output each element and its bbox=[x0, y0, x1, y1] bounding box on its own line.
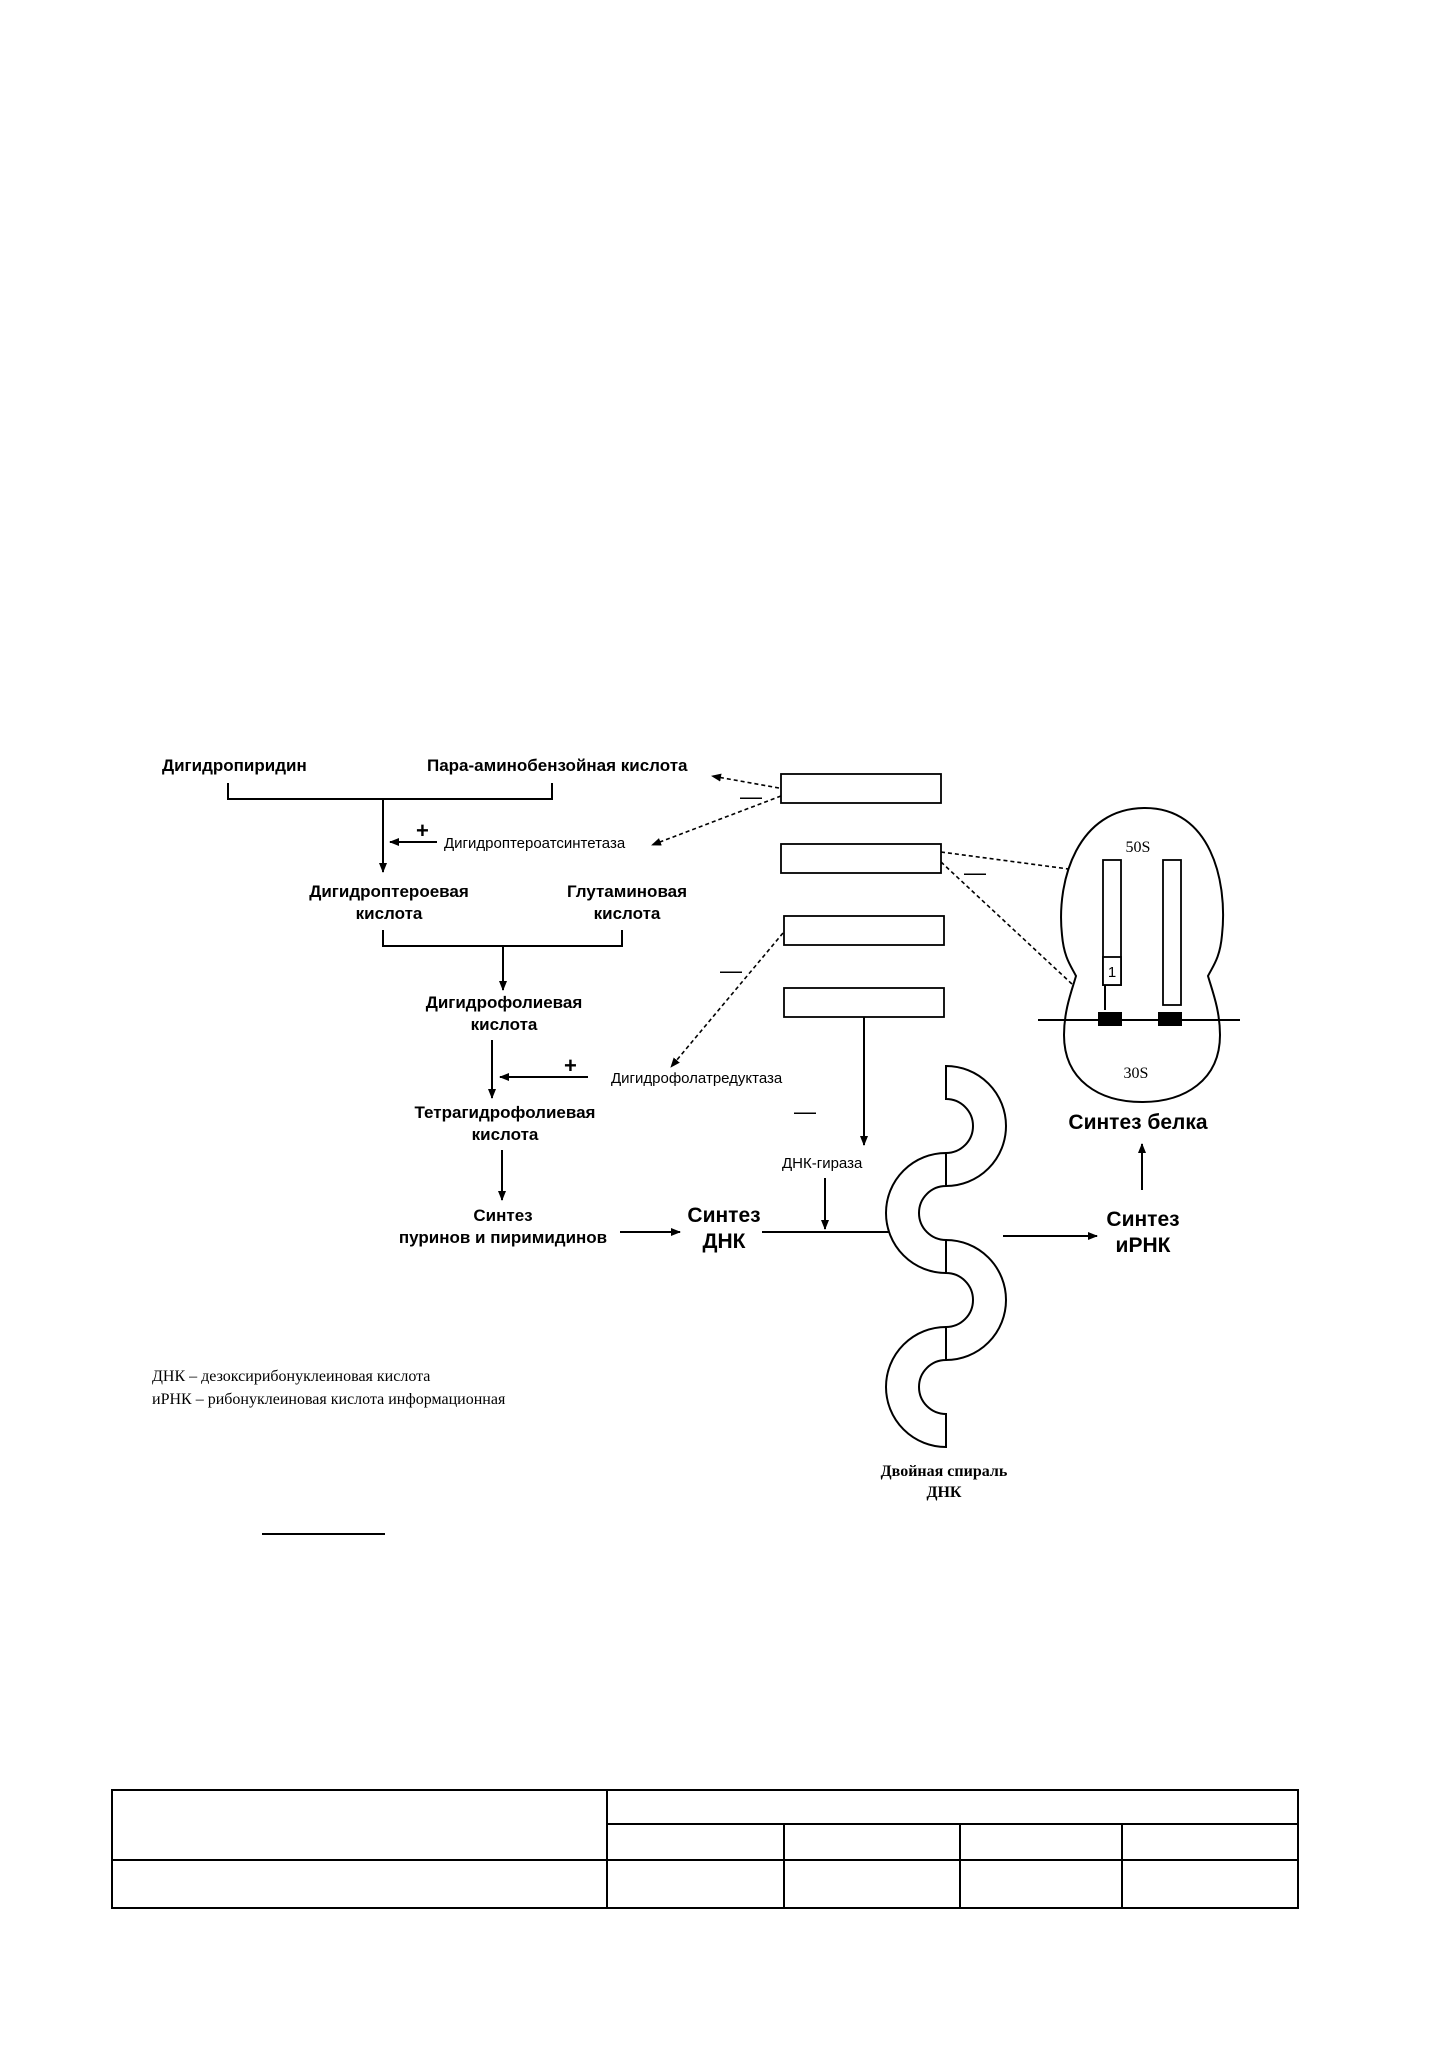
legend-dna: ДНК – дезоксирибонуклеиновая кислота bbox=[152, 1368, 430, 1385]
double-helix-label-2: ДНК bbox=[926, 1484, 961, 1501]
drug-box-3 bbox=[783, 915, 945, 946]
dna-synthesis-label-2: ДНК bbox=[703, 1230, 746, 1253]
minus-box2: — bbox=[964, 860, 986, 885]
legend-mrna: иРНК – рибонуклеиновая кислота информаци… bbox=[152, 1391, 506, 1408]
dash-box3-to-dhfr bbox=[670, 932, 784, 1068]
minus-box4: — bbox=[794, 1099, 816, 1124]
table-cell-row-4 bbox=[959, 1859, 1123, 1909]
table-cell-row-5 bbox=[1121, 1859, 1299, 1909]
table-cell-subheader-3 bbox=[959, 1823, 1123, 1861]
glutamic-label-2: кислота bbox=[594, 904, 661, 923]
ribosome bbox=[1060, 806, 1225, 1104]
dhfr-enzyme-label: Дигидрофолатредуктаза bbox=[611, 1070, 783, 1087]
tetrahydrofolic-label-2: кислота bbox=[472, 1125, 539, 1144]
drug-box-1 bbox=[780, 773, 942, 804]
bracket-top bbox=[227, 783, 553, 800]
paba-label: Пара-аминобензойная кислота bbox=[427, 756, 688, 775]
dihydropyridine-label: Дигидропиридин bbox=[162, 756, 307, 775]
purines-label-1: Синтез bbox=[473, 1206, 532, 1225]
codon-left bbox=[1098, 1012, 1122, 1026]
table-cell-subheader-4 bbox=[1121, 1823, 1299, 1861]
table-cell-header-left bbox=[111, 1789, 608, 1861]
dna-double-helix bbox=[885, 1064, 1007, 1449]
table-cell-row-3 bbox=[783, 1859, 961, 1909]
protein-synthesis-label: Синтез белка bbox=[1068, 1111, 1207, 1134]
dna-synthesis-label-1: Синтез bbox=[687, 1204, 760, 1227]
minus-box3: — bbox=[720, 958, 742, 983]
trna-right bbox=[1162, 859, 1182, 1006]
drug-box-2 bbox=[780, 843, 942, 874]
dihydrofolic-label-2: кислота bbox=[471, 1015, 538, 1034]
dash-box1-to-paba bbox=[711, 773, 780, 789]
dhps-enzyme-label: Дигидроптероатсинтетаза bbox=[444, 835, 626, 852]
plus-sign-dhps: + bbox=[416, 818, 429, 843]
dash-box1-to-dhps bbox=[651, 795, 782, 846]
glutamic-label-1: Глутаминовая bbox=[567, 882, 687, 901]
table-cell-header-span bbox=[606, 1789, 1299, 1825]
rna-synthesis-label-2: иРНК bbox=[1116, 1234, 1171, 1257]
dihydropteroic-label-1: Дигидроптероевая bbox=[309, 882, 469, 901]
codon-right bbox=[1158, 1012, 1182, 1026]
drug-box-4 bbox=[783, 987, 945, 1018]
double-helix-label-1: Двойная спираль bbox=[881, 1463, 1008, 1480]
table-cell-row-2 bbox=[606, 1859, 785, 1909]
plus-sign-dhfr: + bbox=[564, 1053, 577, 1078]
table-cell-subheader-1 bbox=[606, 1823, 785, 1861]
site-1-label: 1 bbox=[1108, 964, 1116, 981]
rna-synthesis-label-1: Синтез bbox=[1106, 1208, 1179, 1231]
table-cell-row-1 bbox=[111, 1859, 608, 1909]
tetrahydrofolic-label-1: Тетрагидрофолиевая bbox=[415, 1103, 596, 1122]
ribosome-50s-label: 50S bbox=[1126, 839, 1151, 856]
dihydrofolic-label-1: Дигидрофолиевая bbox=[426, 993, 583, 1012]
minus-box1: — bbox=[740, 784, 762, 809]
site-1-box bbox=[1102, 956, 1122, 986]
bracket-middle bbox=[382, 930, 623, 947]
dna-gyrase-label: ДНК-гираза bbox=[782, 1155, 863, 1172]
ribosome-30s-label: 30S bbox=[1124, 1065, 1149, 1082]
table-cell-subheader-2 bbox=[783, 1823, 961, 1861]
dihydropteroic-label-2: кислота bbox=[356, 904, 423, 923]
empty-table bbox=[111, 1789, 1299, 1909]
purines-label-2: пуринов и пиримидинов bbox=[399, 1228, 607, 1247]
